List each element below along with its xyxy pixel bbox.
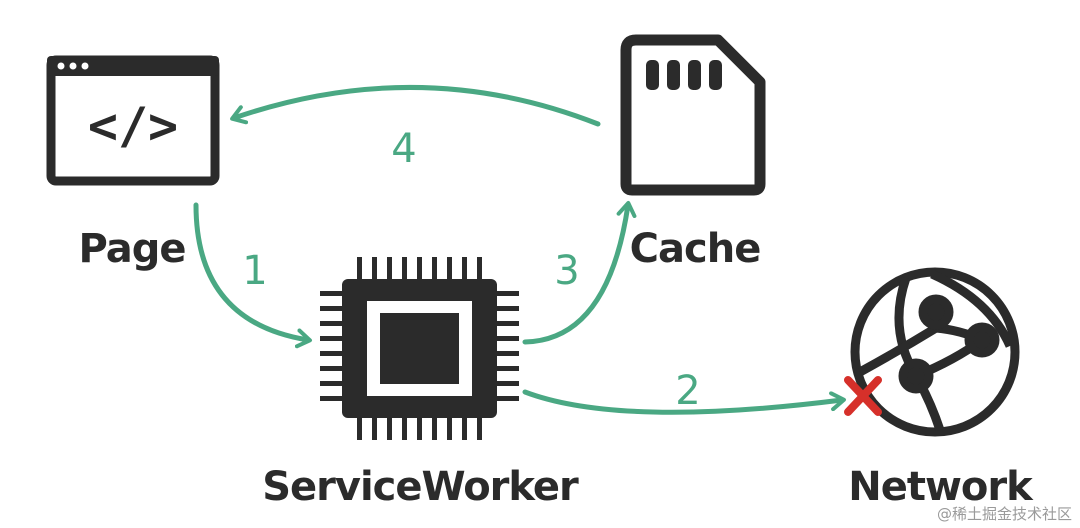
step-2-label: 2 (675, 368, 700, 414)
watermark: @稀土掘金技术社区 (936, 505, 1072, 523)
arrow-step-2 (522, 389, 846, 415)
error-x-icon (844, 376, 882, 416)
cpu-chip-icon (320, 257, 519, 440)
cache-label: Cache (630, 226, 761, 272)
sd-card-icon (620, 34, 766, 196)
page-label: Page (79, 226, 186, 272)
code-glyph: </> (88, 97, 178, 155)
network-label: Network (848, 464, 1034, 510)
step-4-label: 4 (391, 126, 416, 172)
browser-code-icon: </> (46, 55, 220, 186)
step-1-label: 1 (242, 248, 267, 294)
arrow-step-4 (230, 85, 601, 127)
globe-network-icon (850, 267, 1020, 437)
arrow-step-1 (193, 202, 312, 349)
service-worker-label: ServiceWorker (262, 464, 579, 510)
step-3-label: 3 (554, 248, 579, 294)
arrow-step-3 (522, 201, 637, 345)
